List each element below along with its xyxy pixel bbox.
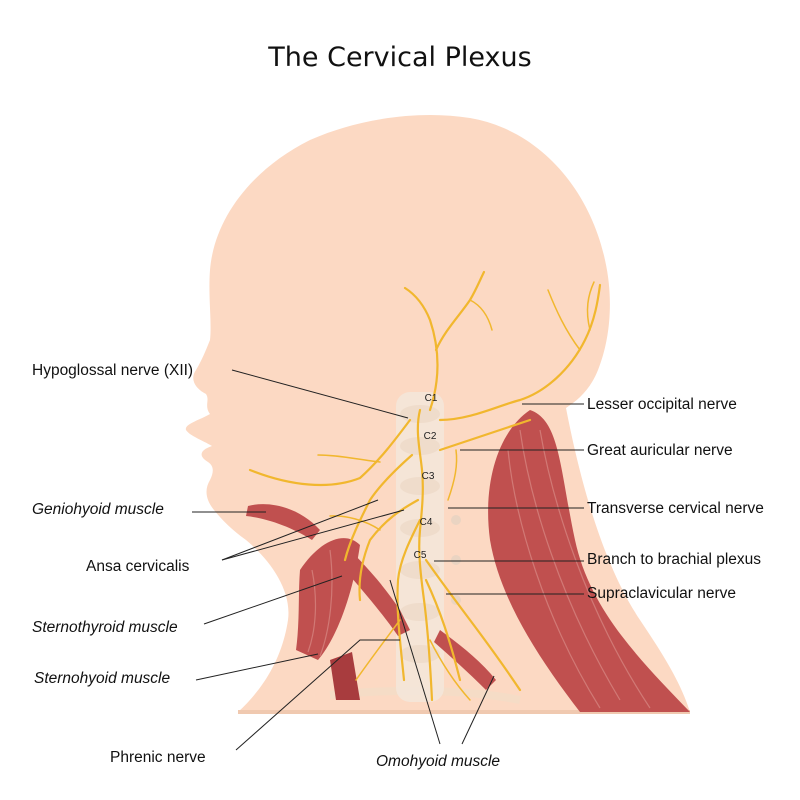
vertebra-label: C3: [422, 471, 435, 482]
label-great-auricular-nerve: Great auricular nerve: [587, 442, 733, 459]
trapezius-muscle: [488, 410, 690, 712]
vertebra-label: C2: [424, 431, 437, 442]
label-hypoglossal-nerve: Hypoglossal nerve (XII): [32, 362, 193, 379]
label-branch-to-brachial-plexus: Branch to brachial plexus: [587, 551, 761, 568]
label-transverse-cervical-nerve: Transverse cervical nerve: [587, 500, 764, 517]
vertebra-label: C5: [414, 550, 427, 561]
label-sternothyroid-muscle: Sternothyroid muscle: [32, 619, 178, 636]
label-supraclavicular-nerve: Supraclavicular nerve: [587, 585, 736, 602]
label-ansa-cervicalis: Ansa cervicalis: [86, 558, 190, 575]
vertebra-label: C1: [425, 393, 438, 404]
label-sternohyoid-muscle: Sternohyoid muscle: [34, 670, 171, 687]
geniohyoid-muscle-shape: [246, 504, 320, 540]
cervical-plexus-nerves: [248, 270, 602, 702]
diagram-title: The Cervical Plexus: [267, 42, 531, 73]
label-lesser-occipital-nerve: Lesser occipital nerve: [587, 396, 737, 413]
leader-lines: [192, 369, 584, 751]
label-phrenic-nerve: Phrenic nerve: [110, 749, 206, 766]
vertebra-label: C4: [420, 517, 433, 528]
sternohyoid-muscle-shape: [330, 652, 360, 700]
label-geniohyoid-muscle: Geniohyoid muscle: [32, 501, 164, 518]
label-omohyoid-muscle: Omohyoid muscle: [376, 753, 500, 770]
